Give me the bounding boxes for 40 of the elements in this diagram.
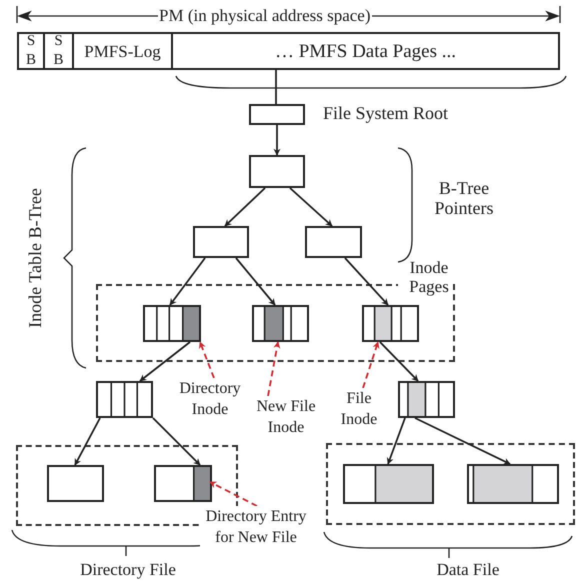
arrow [379, 341, 419, 382]
arrow [289, 187, 333, 227]
leader-line [362, 341, 380, 388]
arrow [414, 417, 511, 465]
inode-page-box [143, 305, 201, 342]
tree-node-box [193, 226, 249, 258]
data-page-box [467, 464, 559, 504]
arrow [386, 418, 406, 465]
dimension-label: PM (in physical address space) [158, 6, 372, 26]
arrow [224, 187, 266, 227]
group-heading: Inode Pages [408, 258, 450, 296]
annotation-text: Inode Table B-Tree [24, 188, 45, 328]
leader-line [209, 481, 258, 507]
tree-node-box [305, 226, 362, 258]
arrow [169, 257, 206, 306]
data-page-box [343, 464, 434, 504]
leader-line [199, 341, 215, 378]
arrow [139, 341, 191, 382]
directory-block-box [96, 381, 153, 418]
group-heading: Data File [436, 560, 500, 579]
directory-page-box [47, 465, 104, 502]
tree-node-box [249, 155, 305, 188]
memory-cell: S B [17, 32, 45, 70]
memory-cell: … PMFS Data Pages ... [173, 32, 560, 70]
connector-line [275, 70, 277, 104]
group-heading: Directory File [79, 560, 177, 579]
arrow [235, 257, 276, 306]
memory-cell: PMFS-Log [74, 32, 173, 70]
arrow [344, 257, 389, 306]
inode-page-box [252, 305, 309, 342]
memory-cell: S B [45, 32, 74, 70]
inode-page-box [362, 305, 419, 342]
arrow [74, 418, 101, 466]
file-inode-block-box [398, 381, 455, 418]
arrow [152, 417, 201, 466]
node-caption: File System Root [323, 104, 448, 123]
directory-page-box [154, 465, 212, 502]
arrow [274, 125, 280, 156]
annotation-text: B-Tree Pointers [433, 178, 494, 218]
leader-line [267, 341, 280, 396]
